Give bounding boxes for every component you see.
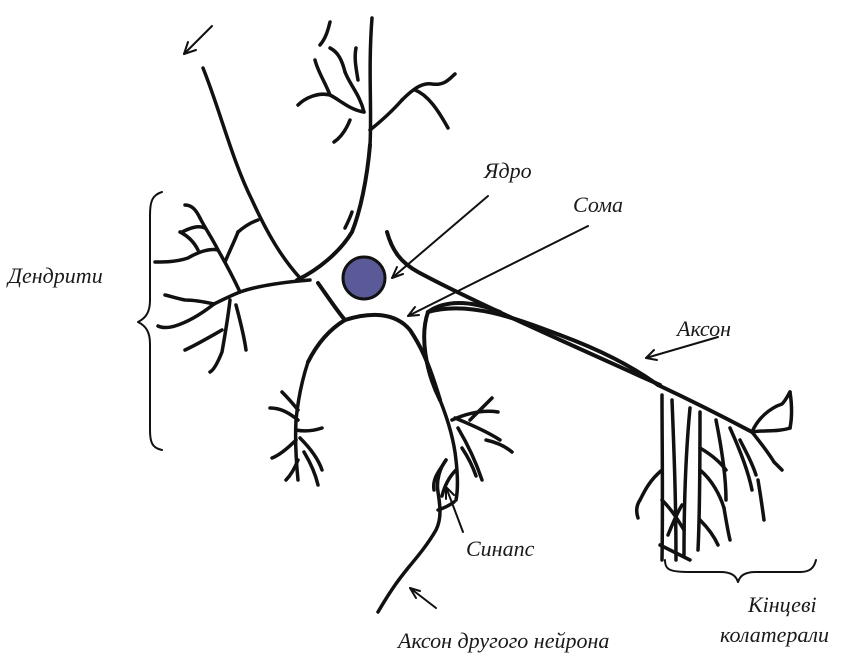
arrow-synapse [446, 487, 463, 532]
terminals-label-line1: Кінцеві [748, 594, 817, 616]
axon-label: Аксон [677, 318, 731, 340]
dendrite-left [155, 205, 310, 372]
nucleus-circle [343, 257, 385, 299]
synapse-label: Синапс [466, 538, 534, 560]
arrow-top-left [184, 26, 212, 54]
arrow-other-axon [410, 588, 436, 608]
other-axon-label: Аксон другого нейрона [398, 630, 609, 652]
terminal-collaterals [637, 392, 792, 560]
dendrite-top [298, 18, 455, 228]
dendrites-label: Дендрити [8, 265, 103, 287]
soma-label: Сома [573, 194, 623, 216]
dendrites-bracket [138, 192, 162, 450]
dendrite-lower-right [440, 398, 512, 500]
dendrite-lower-left [270, 362, 322, 485]
terminals-label-line2: колатерали [720, 624, 829, 646]
terminals-bracket [665, 560, 816, 582]
arrow-nucleus [392, 196, 488, 278]
nucleus-label: Ядро [484, 160, 532, 182]
arrow-soma [408, 226, 588, 316]
